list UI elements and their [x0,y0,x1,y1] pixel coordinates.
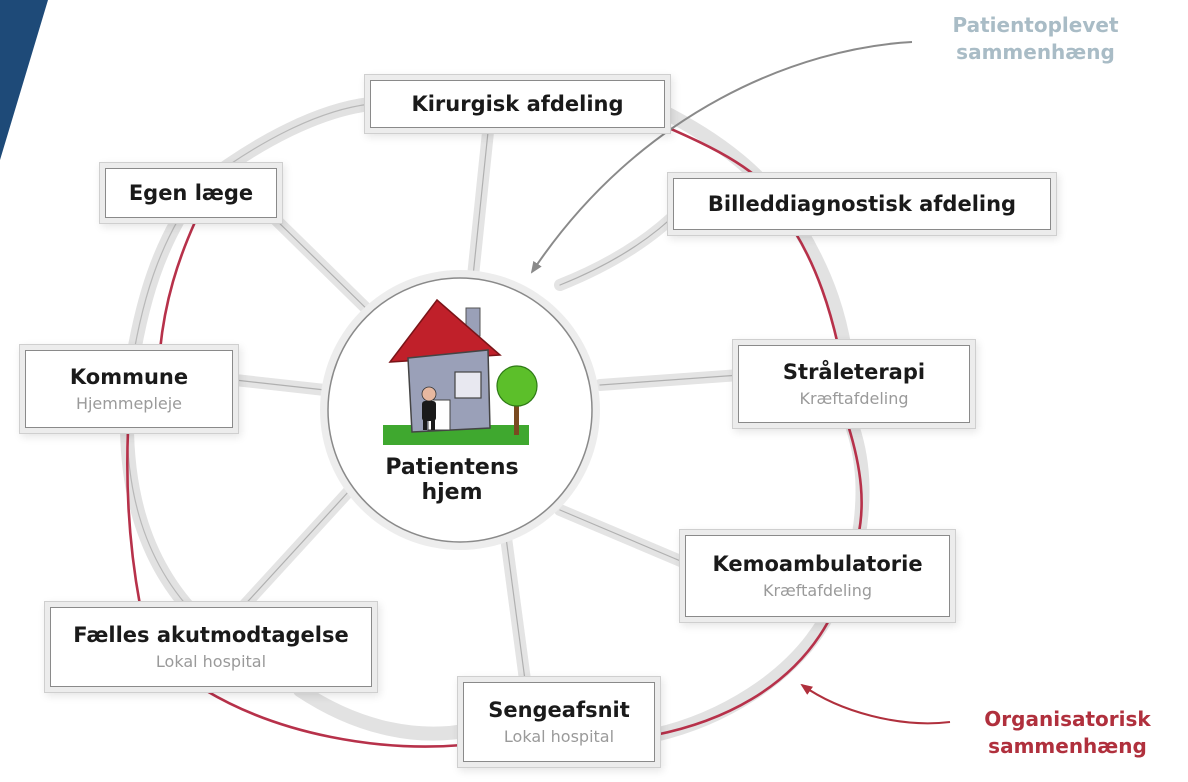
node-billeddiagnostisk-afdeling: Billeddiagnostisk afdeling [673,178,1051,230]
center-label-line1: Patientens [385,455,519,480]
node-title: Fælles akutmodtagelse [73,623,349,647]
node-title: Egen læge [128,181,254,205]
center-label: Patientens hjem [352,455,552,505]
house-icon [383,298,538,445]
node-title: Billeddiagnostisk afdeling [707,192,1017,216]
node-title: Stråleterapi [782,360,926,384]
node-subtitle: Lokal hospital [503,727,615,746]
node-subtitle: Hjemmepleje [75,394,183,413]
node-title: Kirurgisk afdeling [411,92,624,116]
node-faelles-akutmodtagelse: Fælles akutmodtagelse Lokal hospital [50,607,372,687]
node-kirurgisk-afdeling: Kirurgisk afdeling [370,80,665,128]
node-subtitle: Lokal hospital [155,652,267,671]
callout-line2: sammenhæng [988,734,1147,758]
node-kemoambulatorie: Kemoambulatorie Kræftafdeling [685,535,950,617]
organisational-path [126,120,863,748]
person-icon [421,386,437,402]
node-straaleterapi: Stråleterapi Kræftafdeling [738,345,970,423]
corner-banner [0,0,48,160]
patient-callout-arrow [530,41,913,274]
node-title: Kommune [69,365,189,389]
node-title: Kemoambulatorie [712,552,923,576]
node-title: Sengeafsnit [488,698,630,722]
callout-line1: Patientoplevet [952,13,1119,37]
node-subtitle: Kræftafdeling [799,389,909,408]
node-subtitle: Kræftafdeling [762,581,873,600]
center-label-line2: hjem [421,480,483,505]
node-sengeafsnit: Sengeafsnit Lokal hospital [463,682,655,762]
callout-line2: sammenhæng [956,40,1115,64]
node-egen-laege: Egen læge [105,168,277,218]
callout-patientoplevet: Patientoplevet sammenhæng [918,12,1153,66]
org-callout-arrow [800,683,951,725]
node-kommune: Kommune Hjemmepleje [25,350,233,428]
tree-icon [496,365,538,407]
callout-organisatorisk: Organisatorisk sammenhæng [955,706,1180,760]
callout-line1: Organisatorisk [984,707,1151,731]
